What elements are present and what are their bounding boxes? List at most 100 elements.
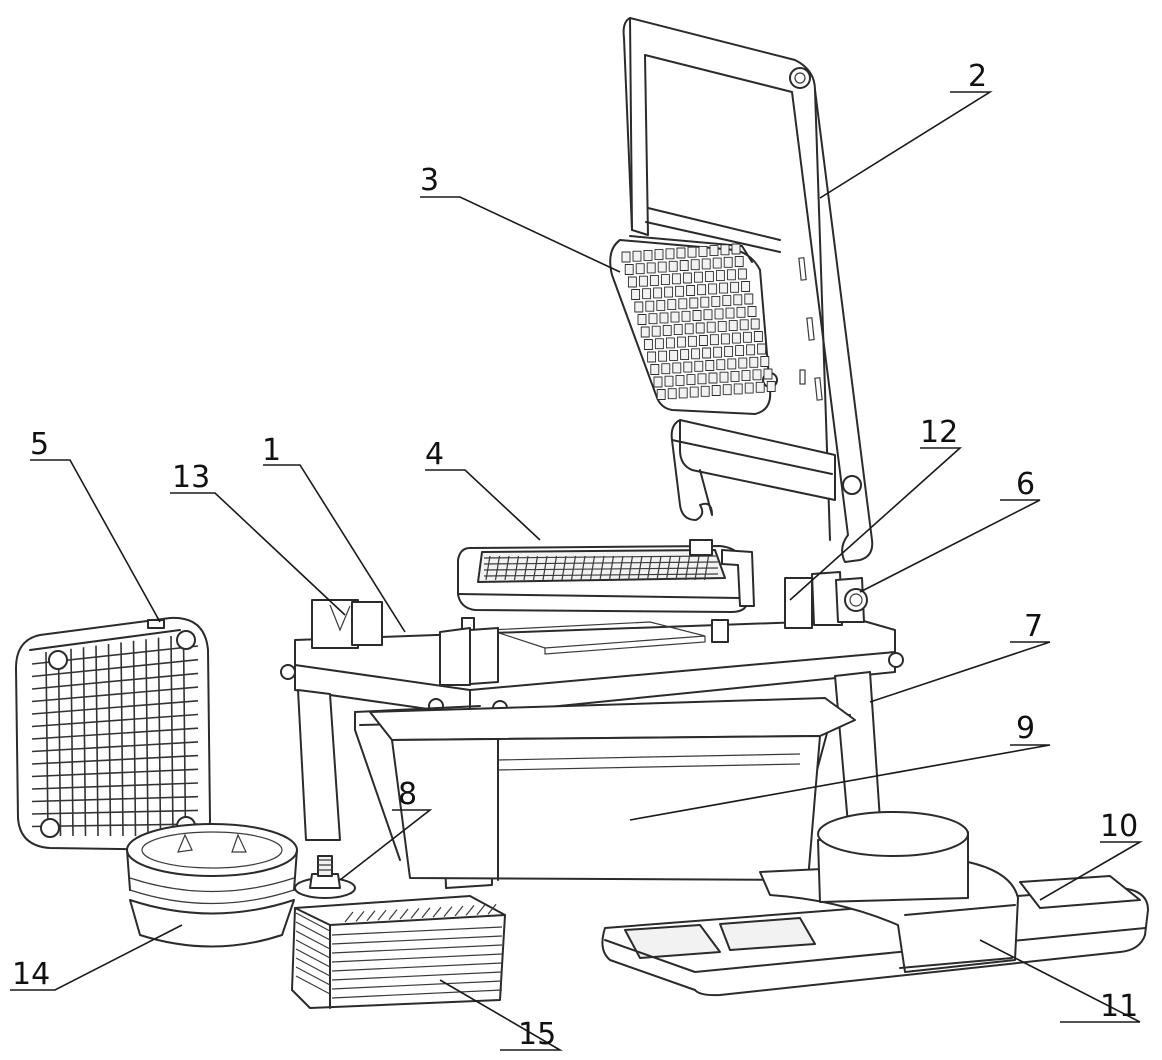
callout-9: 9 xyxy=(1016,711,1035,746)
leader-6 xyxy=(859,499,1041,593)
grid-line xyxy=(31,686,199,703)
part-12-right-bracket xyxy=(784,571,843,629)
pusher-tooth xyxy=(665,248,675,260)
pusher-tooth xyxy=(640,326,650,338)
pusher-tooth xyxy=(678,387,688,399)
grid-line xyxy=(627,555,634,581)
grid-line xyxy=(377,909,387,921)
pusher-tooth xyxy=(749,356,759,368)
grid-line xyxy=(483,561,719,565)
grid-line xyxy=(31,782,199,790)
grid-line xyxy=(157,637,162,837)
grid-line xyxy=(182,634,187,837)
leader-2 xyxy=(819,91,993,199)
grid-line xyxy=(331,980,503,990)
grid-line xyxy=(31,795,199,803)
pusher-tooth xyxy=(678,298,688,310)
grid-line xyxy=(295,975,331,995)
pusher-tooth xyxy=(711,385,721,396)
pusher-tooth xyxy=(687,335,697,347)
leader-11 xyxy=(979,939,1141,1023)
blade-stack-lines xyxy=(295,903,503,999)
pusher-tooth xyxy=(725,307,735,319)
pusher-tooth xyxy=(631,289,641,300)
callout-6: 6 xyxy=(1016,467,1035,502)
leader-14 xyxy=(10,924,183,991)
pusher-tooth xyxy=(647,351,657,363)
part-9-container xyxy=(369,697,856,881)
pusher-tooth xyxy=(705,360,715,371)
pusher-tooth xyxy=(686,374,696,386)
pusher-tooth xyxy=(733,294,743,306)
square-grid xyxy=(31,634,199,837)
pusher-tooth xyxy=(689,297,699,309)
pusher-tooth xyxy=(646,262,656,274)
grid-line xyxy=(580,555,586,581)
pusher-tooth xyxy=(670,311,680,323)
pusher-tooth xyxy=(665,337,675,349)
pusher-tooth xyxy=(712,257,722,269)
pusher-tooth xyxy=(746,344,756,356)
pusher-tooth xyxy=(717,320,727,332)
grid-line xyxy=(399,908,409,920)
pusher-tooth xyxy=(714,308,724,320)
pusher-tooth xyxy=(757,343,767,355)
pusher-tooth xyxy=(643,339,653,350)
pusher-tooth xyxy=(704,270,714,282)
pusher-tooth xyxy=(683,361,693,373)
grid-line xyxy=(388,909,398,920)
pusher-tooth xyxy=(698,245,708,257)
grid-line xyxy=(331,944,503,954)
leader-lines xyxy=(10,91,1143,1051)
pusher-tooth xyxy=(650,364,660,375)
pusher-tooth xyxy=(648,313,658,325)
grid-line xyxy=(57,650,62,837)
leader-10 xyxy=(1039,841,1143,901)
leader-8 xyxy=(339,809,433,881)
pusher-tooth xyxy=(637,314,647,325)
pusher-tooth xyxy=(701,258,711,270)
part-6-pivot-bolt xyxy=(835,577,868,623)
grid-line xyxy=(31,700,199,715)
grid-line xyxy=(295,948,331,968)
pusher-tooth xyxy=(716,359,726,371)
pusher-tooth xyxy=(747,306,757,317)
pusher-tooth xyxy=(719,371,729,383)
pusher-tooth xyxy=(672,362,682,374)
callout-8: 8 xyxy=(398,777,417,812)
pusher-tooth xyxy=(760,356,770,367)
pusher-tooth xyxy=(653,376,663,388)
pusher-tooth xyxy=(708,283,718,295)
pusher-tooth xyxy=(645,300,655,312)
pusher-tooth xyxy=(734,256,744,267)
pusher-tooth xyxy=(741,370,751,382)
grid-line xyxy=(599,555,605,581)
leader-4 xyxy=(425,469,541,541)
grid-line xyxy=(295,957,331,977)
pusher-tooth xyxy=(632,250,642,262)
pusher-tooth xyxy=(700,385,710,397)
pusher-tooth xyxy=(726,269,736,281)
leader-3 xyxy=(420,196,621,273)
pusher-grid xyxy=(621,243,776,400)
pusher-tooth xyxy=(702,347,712,359)
grid-line xyxy=(295,921,331,941)
pusher-tooth xyxy=(638,275,648,287)
callout-3: 3 xyxy=(420,163,439,198)
pusher-tooth xyxy=(720,244,730,256)
pusher-tooth xyxy=(649,274,659,286)
pusher-tooth xyxy=(741,281,751,292)
pusher-tooth xyxy=(763,368,773,380)
grid-line xyxy=(410,908,420,919)
pusher-tooth xyxy=(739,319,749,331)
pusher-tooth xyxy=(658,350,668,362)
pusher-tooth xyxy=(753,331,763,342)
grid-line xyxy=(295,930,331,950)
grid-line xyxy=(95,645,99,837)
pusher-tooth xyxy=(698,335,708,346)
callout-13: 13 xyxy=(172,460,210,495)
pusher-tooth xyxy=(690,259,700,271)
grid-line xyxy=(107,643,112,837)
callout-4: 4 xyxy=(425,437,444,472)
part-4-grid-tray xyxy=(457,539,755,613)
